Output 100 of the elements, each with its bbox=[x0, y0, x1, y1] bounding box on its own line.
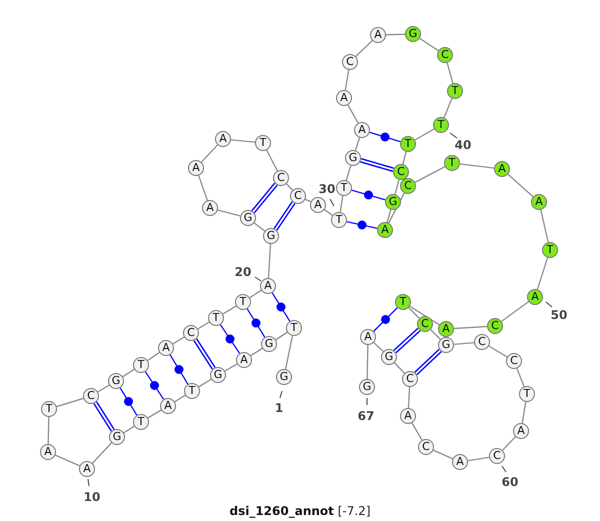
backbone-line bbox=[414, 166, 446, 183]
backbone-line bbox=[373, 342, 384, 352]
position-number: 60 bbox=[502, 475, 518, 489]
nucleotide-circle: C bbox=[83, 388, 99, 404]
backbone-line bbox=[354, 137, 360, 151]
nucleotide-circle: A bbox=[336, 90, 352, 106]
nucleotide-circle: C bbox=[342, 54, 358, 70]
base-pair-line bbox=[373, 307, 398, 332]
nucleotide-circle: A bbox=[494, 161, 510, 177]
nucleotide-circle: A bbox=[360, 329, 376, 345]
backbone-line bbox=[355, 40, 373, 57]
backbone-line bbox=[344, 70, 350, 90]
backbone-line bbox=[222, 306, 236, 314]
base-pair-line bbox=[272, 292, 290, 322]
backbone-line bbox=[123, 426, 135, 434]
nucleotide-circle: C bbox=[506, 353, 522, 369]
backbone-line bbox=[408, 307, 420, 319]
caption: dsi_1260_annot [-7.2] bbox=[228, 504, 372, 518]
base-pair-line bbox=[251, 182, 278, 214]
nucleotide-circle: A bbox=[202, 200, 218, 216]
backbone-line bbox=[516, 368, 525, 387]
nucleotide-circle: C bbox=[400, 178, 416, 194]
nucleotide-circle: T bbox=[286, 320, 302, 336]
nucleotide-circle: G bbox=[109, 429, 125, 445]
nucleotide-circle: G bbox=[345, 150, 361, 166]
backbone-line bbox=[366, 344, 368, 380]
backbone-line bbox=[147, 352, 160, 361]
backbone-line bbox=[501, 301, 529, 322]
backbone-line bbox=[488, 346, 508, 358]
nucleotide-circle: T bbox=[133, 357, 149, 373]
nucleotide-circle: A bbox=[236, 352, 252, 368]
backbone-line bbox=[48, 416, 50, 444]
backbone-line bbox=[340, 196, 344, 212]
nucleotide-circle: A bbox=[260, 278, 276, 294]
nucleotide-circle: T bbox=[542, 242, 558, 258]
nucleotide-circle: T bbox=[444, 155, 460, 171]
nucleotide-circle: A bbox=[452, 454, 468, 470]
nucleotide-circle: G bbox=[276, 369, 292, 385]
base-pair-line bbox=[346, 221, 378, 229]
backbone-line bbox=[444, 98, 452, 118]
nucleotide-circle: G bbox=[438, 337, 454, 353]
nucleotide-circle: T bbox=[433, 117, 449, 133]
base-pair-line bbox=[369, 132, 401, 142]
nucleotide-circle: G bbox=[261, 336, 277, 352]
backbone-line bbox=[386, 34, 406, 36]
backbone-line bbox=[419, 38, 439, 52]
position-number: 50 bbox=[550, 308, 568, 322]
backbone-line bbox=[305, 198, 311, 202]
nucleotide-circle: C bbox=[273, 170, 289, 186]
nucleotide-circle: A bbox=[527, 289, 543, 305]
backbone-line bbox=[198, 322, 210, 330]
backbone-line bbox=[508, 174, 534, 198]
nucleotide-circle: A bbox=[188, 160, 204, 176]
base-pair-line bbox=[246, 308, 266, 338]
position-number: 10 bbox=[84, 490, 100, 504]
nucleotide-circle: A bbox=[438, 321, 454, 337]
nucleotide-circle: A bbox=[310, 197, 326, 213]
nucleotide-circle: A bbox=[158, 340, 174, 356]
backbone-line bbox=[409, 306, 440, 326]
backbone-line bbox=[414, 128, 434, 141]
backbone-line bbox=[386, 210, 392, 222]
backbone-line bbox=[324, 209, 333, 216]
backbone-line bbox=[56, 398, 84, 408]
base-pair-line bbox=[144, 371, 164, 400]
nucleotide-circle: T bbox=[208, 310, 224, 326]
nucleotide-circle: G bbox=[359, 379, 375, 395]
backbone-line bbox=[454, 326, 488, 330]
backbone-line bbox=[218, 209, 240, 217]
base-pair-line bbox=[393, 328, 421, 354]
base-pair-line bbox=[120, 388, 138, 416]
nucleotide-circle: G bbox=[108, 373, 124, 389]
nucleotide-circle: G bbox=[263, 228, 279, 244]
base-pair-line bbox=[352, 190, 386, 200]
nucleotide-circle: A bbox=[354, 122, 370, 138]
backbone-line bbox=[388, 192, 405, 224]
position-number: 20 bbox=[234, 265, 252, 279]
base-pair-line bbox=[220, 324, 240, 354]
backbone-line bbox=[275, 332, 288, 340]
nucleotide-circle: T bbox=[331, 212, 347, 228]
backbone-line bbox=[266, 150, 278, 172]
backbone-line bbox=[230, 139, 256, 143]
backbone-line bbox=[347, 104, 359, 124]
nucleotide-circle: A bbox=[370, 27, 386, 43]
position-number: 1 bbox=[274, 401, 284, 415]
backbone-line bbox=[285, 336, 293, 370]
position-number: 30 bbox=[318, 182, 336, 196]
nucleotide-circle: C bbox=[290, 188, 306, 204]
nucleotide-circle: G bbox=[385, 194, 401, 210]
backbone-line bbox=[174, 394, 186, 402]
backbone-line bbox=[522, 402, 526, 424]
backbone-line bbox=[430, 329, 441, 340]
nucleotide-circle: A bbox=[40, 444, 56, 460]
nucleotide-circle: T bbox=[235, 294, 251, 310]
backbone-line bbox=[224, 363, 238, 372]
nucleotide-circle: T bbox=[447, 83, 463, 99]
backbone-line bbox=[346, 166, 352, 180]
backbone-line bbox=[433, 450, 453, 460]
nucleotide-circle: C bbox=[437, 47, 453, 63]
position-number: 67 bbox=[358, 409, 374, 423]
nucleotide-circle: G bbox=[405, 26, 421, 42]
